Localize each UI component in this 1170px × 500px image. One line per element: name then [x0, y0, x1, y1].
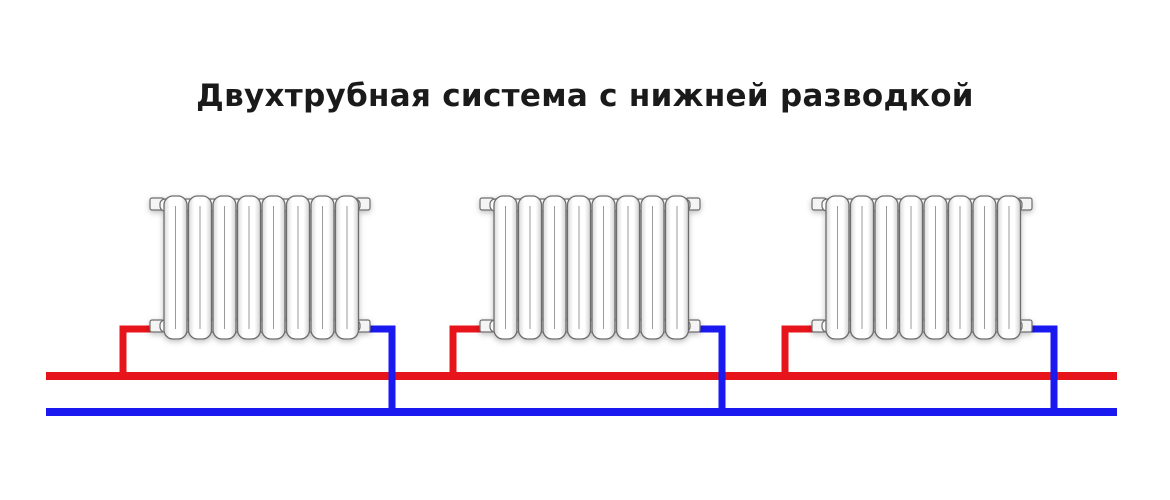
radiator	[119, 195, 396, 412]
supply-connection-pipe	[449, 325, 488, 376]
supply-connection-pipe	[781, 325, 820, 376]
radiator	[781, 195, 1058, 412]
supply-connection-pipe	[119, 325, 158, 376]
radiators	[119, 195, 1058, 412]
return-connection-pipe	[362, 325, 396, 412]
radiator-body	[811, 195, 1033, 340]
main-pipes	[46, 372, 1117, 416]
return-connection-pipe	[692, 325, 726, 412]
radiator-body	[149, 195, 371, 340]
radiator	[449, 195, 726, 412]
return-connection-pipe	[1024, 325, 1058, 412]
radiator-body	[479, 195, 701, 340]
diagram-title: Двухтрубная система с нижней разводкой	[196, 78, 974, 114]
